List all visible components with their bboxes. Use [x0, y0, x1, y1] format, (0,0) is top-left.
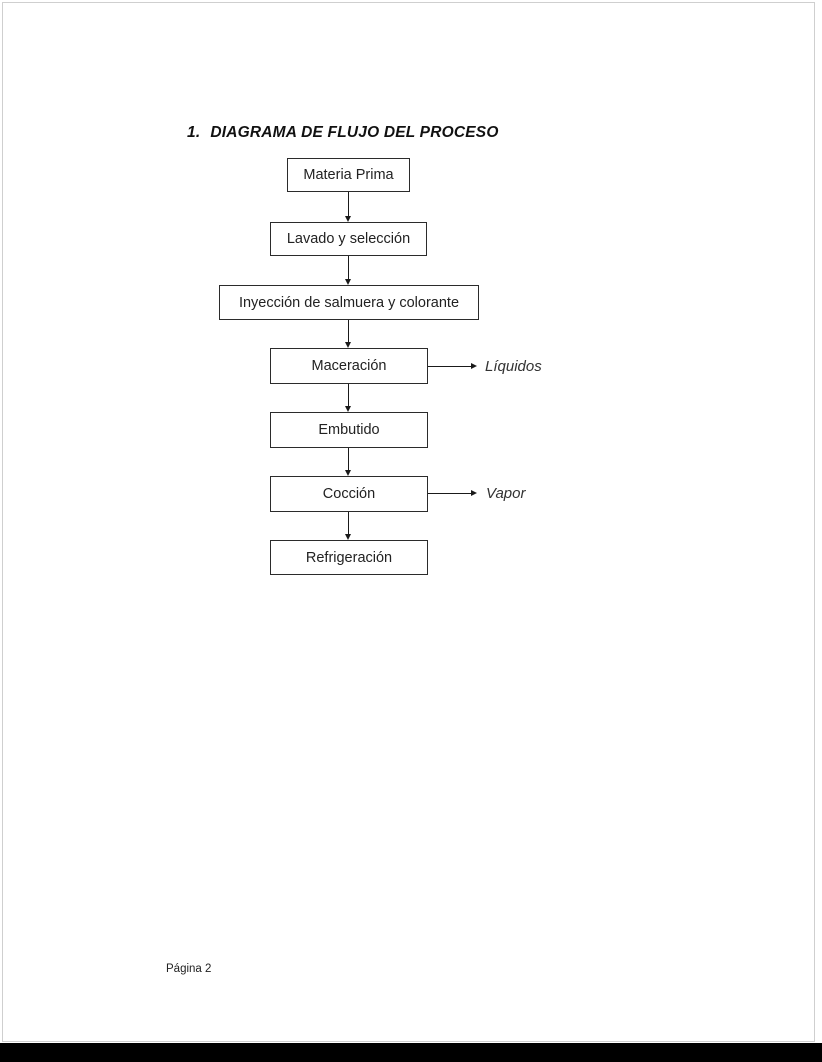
flow-node-label: Maceración	[311, 358, 387, 374]
flow-node-maceracion: Maceración	[270, 348, 428, 384]
side-output-vapor: Vapor	[486, 485, 526, 502]
arrow-right-icon	[428, 490, 477, 496]
flow-node-label: Inyección de salmuera y colorante	[238, 294, 460, 311]
page-number-footer: Página 2	[166, 963, 212, 975]
flow-node-embutido: Embutido	[270, 412, 428, 448]
flow-node-materia-prima: Materia Prima	[287, 158, 410, 192]
page-title: 1. DIAGRAMA DE FLUJO DEL PROCESO	[187, 124, 499, 142]
flow-node-inyeccion-de-salmuera: Inyección de salmuera y colorante	[219, 285, 479, 320]
arrow-down-icon	[345, 192, 351, 222]
flow-node-label: Refrigeración	[305, 549, 393, 566]
arrow-down-icon	[345, 256, 351, 285]
document-page: 1. DIAGRAMA DE FLUJO DEL PROCESO Materia …	[2, 2, 815, 1042]
side-output-liquidos: Líquidos	[485, 358, 542, 375]
flow-node-label: Cocción	[322, 486, 376, 502]
flow-node-label: Materia Prima	[303, 167, 394, 183]
page-title-text: DIAGRAMA DE FLUJO DEL PROCESO	[210, 124, 499, 141]
flow-node-label: Lavado y selección	[286, 231, 411, 247]
flow-node-label: Embutido	[318, 422, 380, 438]
arrow-down-icon	[345, 448, 351, 476]
arrow-down-icon	[345, 320, 351, 348]
arrow-right-icon	[428, 363, 477, 369]
flow-node-refrigeracion: Refrigeración	[270, 540, 428, 575]
flow-node-coccion: Cocción	[270, 476, 428, 512]
flow-node-lavado-y-seleccion: Lavado y selección	[270, 222, 427, 256]
viewport-bottom-bar	[0, 1043, 822, 1062]
arrow-down-icon	[345, 512, 351, 540]
arrow-down-icon	[345, 384, 351, 412]
page-title-number: 1.	[187, 124, 201, 141]
